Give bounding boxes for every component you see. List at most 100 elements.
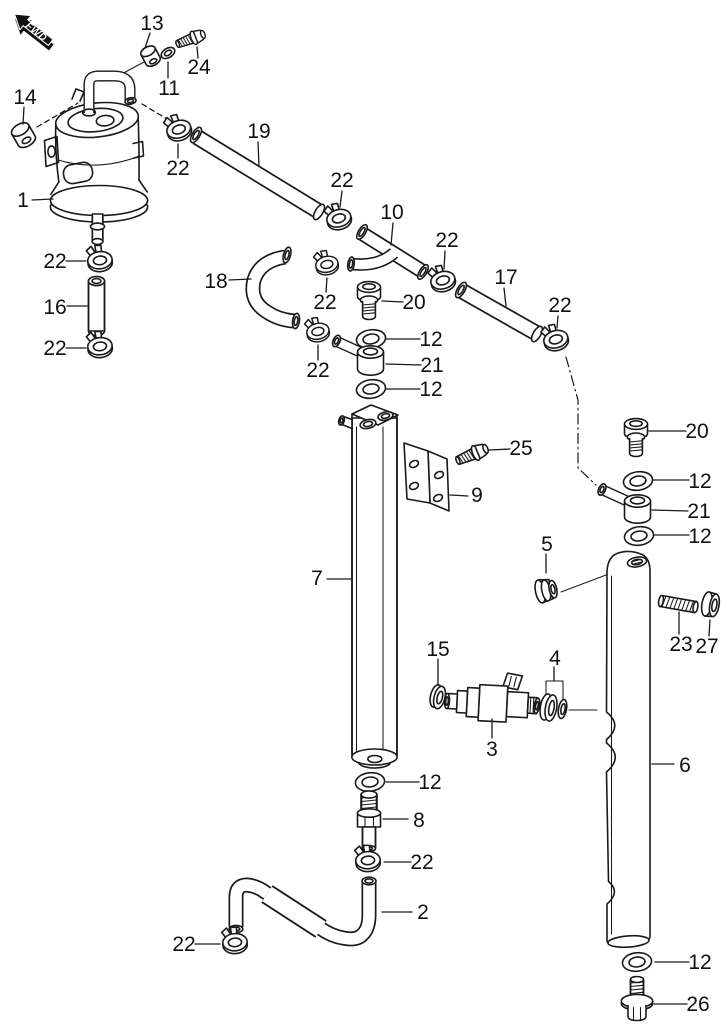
part-label-22-38: 22	[410, 851, 433, 874]
part-label-25-22: 25	[509, 437, 532, 460]
spacer-27	[700, 591, 721, 618]
part-label-23-30: 23	[669, 633, 692, 656]
leader-line-24-3	[196, 46, 199, 59]
part-label-10-11: 10	[380, 201, 403, 224]
fuel-injector	[443, 672, 541, 723]
part-label-22-12: 22	[435, 229, 458, 252]
sealing-washer-11	[160, 46, 176, 60]
part-label-12-20: 12	[419, 378, 442, 401]
flange-bolt-26	[620, 975, 654, 1022]
flange-bolt-24	[173, 26, 208, 52]
leader-line-22-12	[443, 250, 446, 270]
leader-line-27-31	[708, 619, 711, 637]
cushion-5	[534, 578, 558, 604]
part-label-16-7: 16	[43, 296, 66, 319]
banjo-bolt-20	[356, 280, 382, 321]
hose-clamp	[85, 243, 115, 274]
part-label-12-41: 12	[688, 951, 711, 974]
sealing-washer-12	[354, 377, 388, 401]
hose-clamp	[321, 199, 355, 234]
fuel-pipe-7	[337, 404, 399, 769]
leader-line-21-27	[651, 509, 689, 512]
part-label-27-31: 27	[695, 635, 718, 658]
leader-line-22-10	[339, 190, 343, 208]
hose-clamp	[85, 329, 115, 360]
fwd-arrow: FWD	[13, 13, 54, 51]
flange-bolt-25	[452, 439, 492, 470]
leader-line-18-15	[228, 278, 252, 281]
part-label-5-29: 5	[541, 533, 553, 556]
leader-line-17-13	[503, 287, 507, 307]
part-label-21-27: 21	[687, 500, 710, 523]
fuel-union-21	[331, 334, 385, 376]
part-label-22-14: 22	[548, 294, 571, 317]
hose-clamp	[311, 247, 341, 278]
part-label-7-24: 7	[311, 567, 323, 590]
leader-line-10-11	[390, 222, 394, 246]
hose-clamp	[220, 925, 249, 956]
part-label-24-3: 24	[187, 56, 211, 79]
leader-line-19-9	[257, 141, 260, 167]
part-label-22-40: 22	[172, 933, 195, 956]
part-label-20-25: 20	[685, 420, 708, 443]
leader-line-13-1	[144, 32, 151, 49]
part-label-12-26: 12	[688, 470, 711, 493]
part-label-22-8: 22	[43, 337, 66, 360]
part-label-4-33: 4	[549, 647, 561, 670]
part-label-22-6: 22	[43, 250, 66, 273]
part-label-18-15: 18	[204, 270, 227, 293]
part-label-1-0: 1	[17, 189, 29, 212]
hose-clamp	[538, 320, 572, 355]
part-label-2-39: 2	[417, 901, 429, 924]
fuel-filter	[43, 70, 149, 246]
banjo-bolt-20	[623, 417, 649, 458]
hose-clamp	[161, 110, 195, 145]
leader-line-22-14	[556, 315, 559, 329]
part-label-11-2: 11	[158, 77, 180, 100]
part-label-12-36: 12	[418, 771, 441, 794]
part-label-6-35: 6	[679, 754, 691, 777]
sealing-washer-12	[353, 770, 387, 794]
part-label-22-16: 22	[313, 291, 336, 314]
leader-line-20-17	[381, 300, 404, 303]
pipe-bracket	[403, 442, 450, 512]
fuel-union-21	[597, 483, 652, 524]
fuel-hose-19	[189, 126, 326, 221]
leader-line-21-19	[385, 363, 422, 366]
part-label-8-37: 8	[413, 809, 425, 832]
fuel-hose-2	[228, 876, 377, 947]
part-label-17-13: 17	[494, 266, 517, 289]
leader-line-14-4	[22, 106, 25, 125]
fuel-hose-17	[454, 281, 544, 343]
y-joint-pipe	[346, 223, 430, 281]
stud-bolt-23	[657, 594, 699, 614]
hose-clamp	[425, 261, 459, 296]
air-vent-cap	[139, 45, 162, 68]
cap-14	[10, 122, 37, 149]
fuel-hose-18	[245, 246, 301, 330]
hose-clamp	[302, 314, 332, 345]
fuel-joint-8	[356, 790, 382, 853]
sealing-washer-12	[620, 950, 654, 974]
part-label-22-21: 22	[306, 359, 329, 382]
part-label-14-4: 14	[13, 86, 37, 109]
part-label-22-10: 22	[330, 169, 353, 192]
construction-lines	[36, 61, 623, 711]
sealing-washer-12	[622, 524, 656, 548]
part-label-13-1: 13	[140, 12, 163, 35]
leader-line-9-23	[449, 494, 469, 497]
part-label-9-23: 9	[471, 484, 483, 507]
part-label-15-32: 15	[426, 638, 449, 661]
part-label-21-19: 21	[420, 354, 443, 377]
part-label-12-18: 12	[419, 328, 442, 351]
o-ring-set	[539, 693, 568, 722]
injector-seal-15	[429, 684, 447, 710]
fuel-rail-6	[605, 550, 651, 949]
fuel-hose-16	[87, 275, 106, 337]
leader-line-1-0	[31, 198, 54, 201]
part-label-3-34: 3	[486, 738, 498, 761]
part-label-19-9: 19	[247, 120, 270, 143]
